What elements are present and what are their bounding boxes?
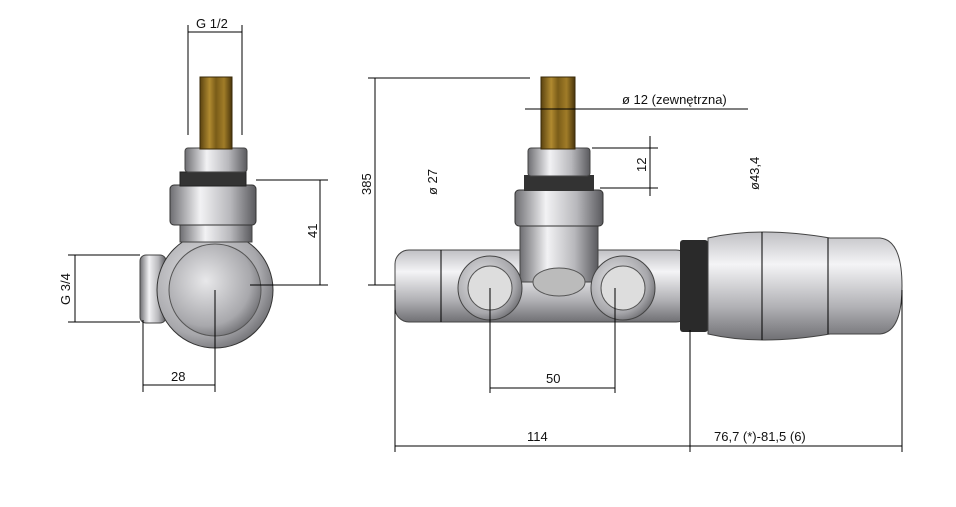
front-washer <box>524 175 594 191</box>
side-brass-stem <box>199 76 233 150</box>
side-washer <box>179 171 247 187</box>
front-view: 385 ø 27 ø 12 (zewnętrzna) 12 ø43,4 50 1… <box>359 76 903 452</box>
side-stem-nut <box>184 147 248 173</box>
dim-thread-top: G 1/2 <box>196 16 228 31</box>
side-view: G 1/2 41 G 3/4 28 <box>58 16 328 392</box>
dim-height-41: 41 <box>305 224 320 238</box>
dim-total-height: 385 <box>359 173 374 195</box>
dim-port-spacing: 50 <box>546 371 560 386</box>
dim-thread-inlet: G 3/4 <box>58 273 73 305</box>
front-brass-stem <box>540 76 576 150</box>
front-hex-nut <box>514 189 604 227</box>
thermostat-head <box>707 231 903 341</box>
dim-stem-nut-height: 12 <box>634 158 649 172</box>
valve-neck-bottom <box>532 267 586 297</box>
thermostat-ring <box>680 240 708 332</box>
port-right-inner <box>600 265 646 311</box>
dim-head-length: 76,7 (*)-81,5 (6) <box>714 429 806 444</box>
dim-head-diameter: ø43,4 <box>747 157 762 190</box>
front-stem-nut <box>527 147 591 177</box>
dim-pipe-diameter: ø 27 <box>425 169 440 195</box>
side-hex-nut <box>169 184 257 226</box>
dim-stem-diameter: ø 12 (zewnętrzna) <box>622 92 727 107</box>
dim-offset-28: 28 <box>171 369 185 384</box>
dim-body-length: 114 <box>527 429 548 444</box>
